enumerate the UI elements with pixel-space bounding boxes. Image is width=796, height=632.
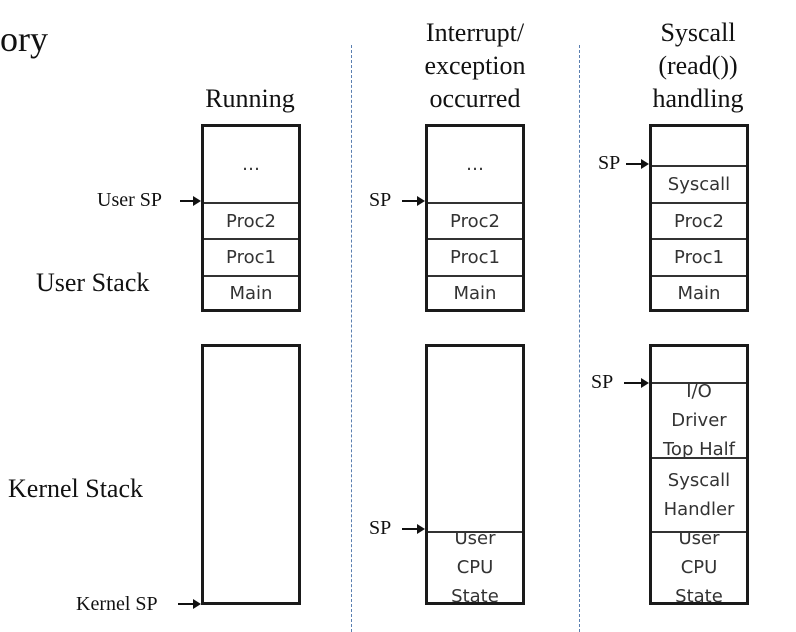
syscall-user-sp-label: SP <box>598 152 621 174</box>
stack-frame-ellipsis: … <box>204 127 298 204</box>
stack-frame-main: Main <box>229 282 273 304</box>
user-stack-label: User Stack <box>36 268 150 297</box>
stack-frame-proc1: Proc1 <box>204 240 298 277</box>
stack-frame-proc2: Proc2 <box>204 204 298 240</box>
running-kernel-sp-arrow <box>178 599 201 609</box>
header-interrupt: Interrupt/ exception occurred <box>424 18 526 113</box>
running-user-stack: … Proc2 Proc1 Main <box>201 124 301 312</box>
stack-frame-proc1: Proc1 <box>652 240 746 277</box>
running-kernel-stack <box>201 344 301 605</box>
running-user-sp-arrow <box>180 196 201 206</box>
interrupt-user-sp-label: SP <box>369 189 392 211</box>
interrupt-user-sp-arrow <box>402 196 425 206</box>
stack-frame-ellipsis: … <box>428 127 522 204</box>
stack-frame-proc1: Proc1 <box>428 240 522 277</box>
stack-frame-io-driver-top-half: I/O Driver Top Half <box>652 381 746 460</box>
syscall-user-stack: Syscall Proc2 Proc1 Main <box>649 124 749 312</box>
stack-frame-syscall: Syscall <box>652 167 746 204</box>
syscall-kernel-sp-arrow <box>624 378 649 388</box>
stack-frame-main: Main <box>453 282 497 304</box>
column-divider-1 <box>351 45 352 632</box>
stack-frame-empty <box>652 127 746 167</box>
kernel-stack-label: Kernel Stack <box>8 474 144 503</box>
syscall-kernel-sp-label: SP <box>591 371 614 393</box>
stack-frame-syscall-handler: Syscall Handler <box>652 459 746 533</box>
stack-frame-proc2: Proc2 <box>428 204 522 240</box>
header-syscall: Syscall (read()) handling <box>652 18 744 113</box>
stack-frame-proc2: Proc2 <box>652 204 746 240</box>
slide-title-fragment: ory <box>0 19 48 59</box>
stack-frame-main: Main <box>677 282 721 304</box>
column-divider-2 <box>579 45 580 632</box>
interrupt-kernel-sp-arrow <box>402 524 425 534</box>
interrupt-kernel-sp-label: SP <box>369 517 392 539</box>
running-kernel-sp-label: Kernel SP <box>76 593 158 615</box>
interrupt-kernel-stack: User CPU State <box>425 344 525 607</box>
stack-frame-empty <box>652 347 746 384</box>
stack-frame-empty <box>428 347 522 533</box>
interrupt-user-stack: … Proc2 Proc1 Main <box>425 124 525 312</box>
stack-frame-user-cpu-state: User CPU State <box>675 528 723 607</box>
stack-frame-user-cpu-state: User CPU State <box>451 528 499 607</box>
header-running: Running <box>205 84 295 113</box>
syscall-kernel-stack: I/O Driver Top Half Syscall Handler User… <box>649 344 749 607</box>
running-user-sp-label: User SP <box>97 189 163 211</box>
syscall-user-sp-arrow <box>626 159 649 169</box>
